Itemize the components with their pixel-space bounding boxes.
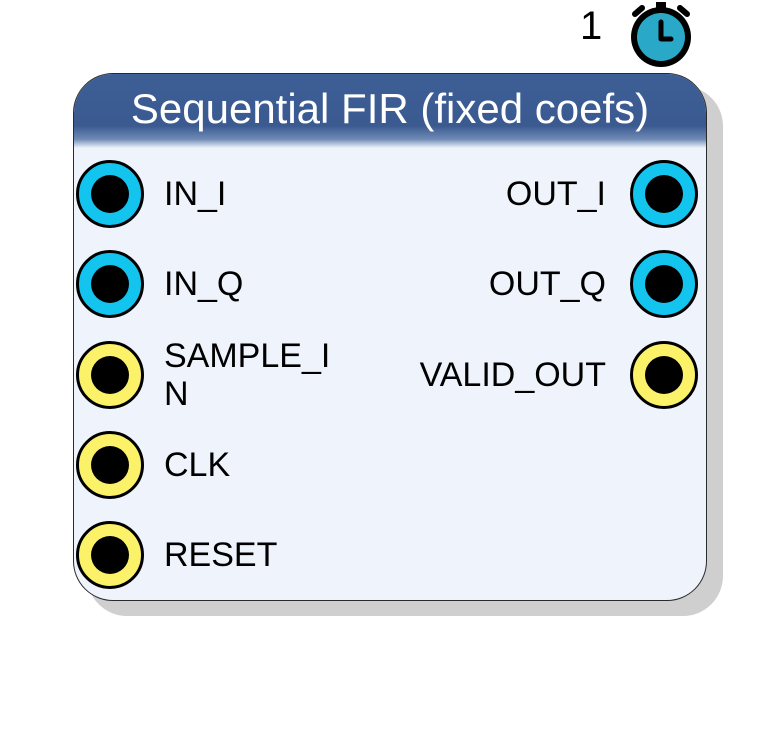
output-label-valid-out: VALID_OUT	[419, 356, 606, 394]
input-label-clk: CLK	[164, 446, 231, 484]
input-label-sample-in: SAMPLE_IN	[164, 337, 331, 413]
block-header: Sequential FIR (fixed coefs)	[74, 74, 706, 148]
input-label-in-q: IN_Q	[164, 265, 244, 303]
input-label-in-i: IN_I	[164, 175, 227, 213]
input-port-reset[interactable]	[76, 521, 144, 589]
input-port-in-q[interactable]	[76, 250, 144, 318]
output-port-out-q[interactable]	[630, 250, 698, 318]
output-port-valid-out[interactable]	[630, 341, 698, 409]
input-port-clk[interactable]	[76, 431, 144, 499]
block-title: Sequential FIR (fixed coefs)	[130, 85, 650, 132]
input-label-reset: RESET	[164, 536, 278, 574]
output-port-out-i[interactable]	[630, 160, 698, 228]
output-label-out-q: OUT_Q	[488, 265, 606, 303]
latency-value: 1	[580, 4, 603, 48]
input-port-sample-in[interactable]	[76, 341, 144, 409]
clock-icon	[631, 2, 691, 67]
output-label-out-i: OUT_I	[505, 175, 606, 213]
input-port-in-i[interactable]	[76, 160, 144, 228]
fir-block[interactable]: Sequential FIR (fixed coefs) IN_I IN_Q S…	[73, 73, 707, 601]
